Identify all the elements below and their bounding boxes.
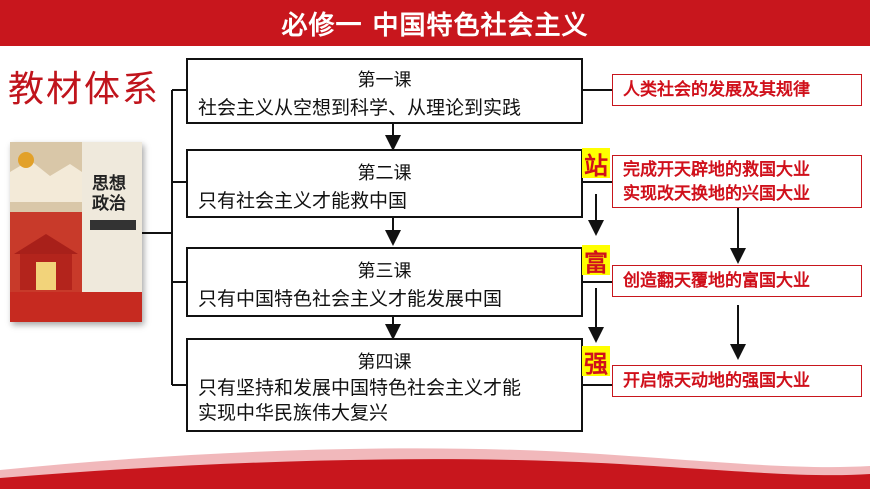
- badge-fu: 富: [582, 245, 610, 277]
- lesson-4-desc-line1: 只有坚持和发展中国特色社会主义才能: [198, 377, 522, 399]
- right-box-2: 完成开天辟地的救国大业 实现改天换地的兴国大业: [612, 155, 862, 208]
- right-box-3: 创造翻天覆地的富国大业: [612, 265, 862, 297]
- lesson-2-number: 第二课: [357, 163, 412, 184]
- right-box-4-text: 开启惊天动地的强国大业: [623, 371, 810, 391]
- lesson-3-box: 第三课 只有中国特色社会主义才能发展中国: [186, 247, 583, 317]
- textbook-system-label: 教材体系: [8, 69, 161, 110]
- lesson-4-number: 第四课: [357, 352, 412, 373]
- lesson-4-box: 第四课 只有坚持和发展中国特色社会主义才能 实现中华民族伟大复兴: [186, 338, 583, 432]
- lesson-1-box: 第一课 社会主义从空想到科学、从理论到实践: [186, 58, 583, 124]
- right-box-1: 人类社会的发展及其规律: [612, 74, 862, 106]
- right-box-1-text: 人类社会的发展及其规律: [623, 80, 810, 100]
- lesson-3-number: 第三课: [357, 261, 412, 282]
- badge-qiang: 强: [582, 346, 610, 378]
- book-cover-art: [10, 142, 142, 322]
- right-box-4: 开启惊天动地的强国大业: [612, 365, 862, 397]
- right-box-2-line2: 实现改天换地的兴国大业: [623, 183, 810, 204]
- lesson-2-box: 第二课 只有社会主义才能救中国: [186, 149, 583, 218]
- bottom-wave-decoration: [0, 448, 870, 489]
- page-title: 必修一 中国特色社会主义: [281, 10, 589, 41]
- badge-zhan: 站: [582, 148, 610, 180]
- right-box-3-text: 创造翻天覆地的富国大业: [623, 271, 810, 291]
- right-box-2-line1: 完成开天辟地的救国大业: [623, 159, 810, 180]
- textbook-cover-image: 思想政治: [10, 142, 142, 322]
- lesson-1-number: 第一课: [357, 70, 412, 91]
- lesson-2-desc: 只有社会主义才能救中国: [198, 190, 408, 212]
- title-bar: 必修一 中国特色社会主义: [0, 0, 870, 46]
- lesson-3-desc: 只有中国特色社会主义才能发展中国: [198, 288, 503, 310]
- lesson-4-desc-line2: 实现中华民族伟大复兴: [198, 402, 389, 424]
- book-title: 思想政治: [92, 174, 126, 214]
- lesson-1-desc: 社会主义从空想到科学、从理论到实践: [198, 97, 522, 119]
